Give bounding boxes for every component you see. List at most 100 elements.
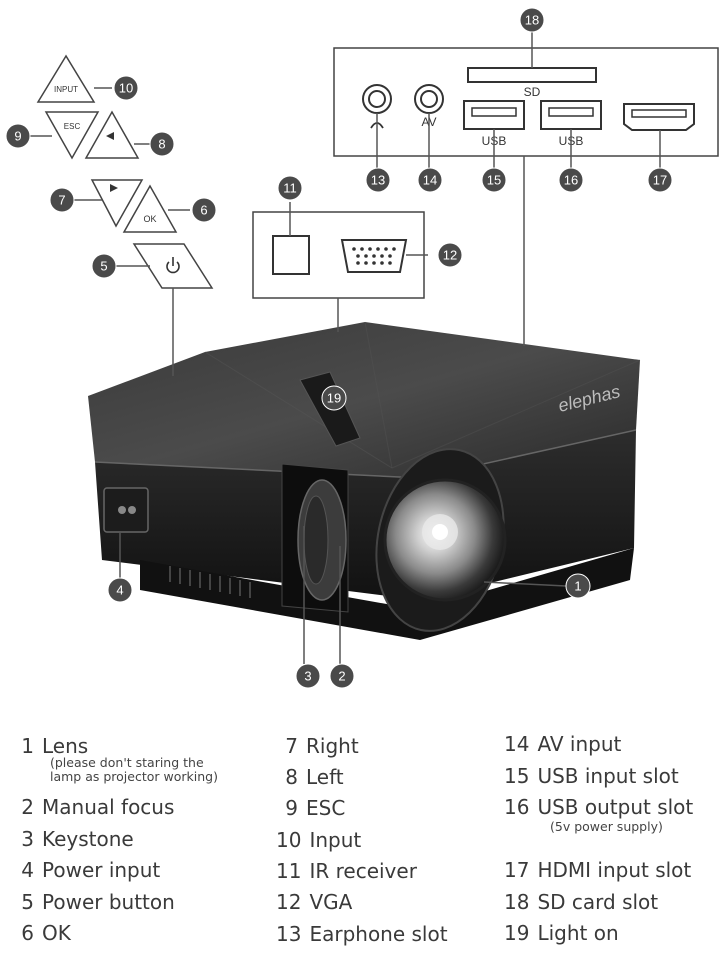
legend-item-3: 3 Keystone [12, 827, 134, 851]
callout-number: 19 [327, 391, 341, 406]
legend-note-1: (please don't staring the lamp as projec… [50, 756, 218, 784]
legend-label: Input [309, 828, 362, 852]
callout-number: 12 [443, 248, 457, 263]
legend-note-16: (5v power supply) [550, 819, 663, 834]
legend-item-14: 14 AV input [504, 732, 621, 756]
legend-label: Lens [42, 734, 89, 758]
callout-6: 6 [191, 197, 217, 223]
callout-number: 18 [525, 13, 539, 28]
callout-10: 10 [113, 75, 139, 101]
callout-number: 9 [14, 129, 21, 144]
callout-3: 3 [295, 663, 321, 689]
callout-9: 9 [5, 123, 31, 149]
callout-number: 17 [653, 173, 667, 188]
callout-19: 19 [321, 385, 347, 411]
side-port-panel [252, 211, 425, 299]
legend-label: USB output slot [537, 795, 694, 819]
legend-number: 11 [276, 859, 302, 883]
control-buttons: INPUT ESC OK [36, 54, 214, 289]
legend: 1 Lens (please don't staring the lamp as… [0, 728, 724, 956]
legend-number: 17 [504, 858, 530, 882]
callout-5: 5 [91, 253, 117, 279]
legend-number: 5 [21, 890, 34, 914]
callout-number: 14 [423, 173, 437, 188]
callout-15: 15 [481, 167, 507, 193]
legend-label: Earphone slot [309, 922, 448, 946]
legend-item-11: 11 IR receiver [276, 859, 417, 883]
callout-number: 6 [200, 203, 207, 218]
legend-number: 13 [276, 922, 302, 946]
legend-number: 4 [21, 858, 34, 882]
callout-number: 8 [158, 137, 165, 152]
input-button-icon [36, 54, 96, 103]
callout-number: 13 [371, 173, 385, 188]
legend-label: SD card slot [537, 890, 659, 914]
callout-number: 10 [119, 81, 133, 96]
callout-number: 1 [574, 579, 581, 594]
legend-item-12: 12 VGA [276, 890, 352, 914]
hdmi-port-icon [623, 103, 695, 131]
callout-13: 13 [365, 167, 391, 193]
esc-button-label: ESC [64, 122, 81, 131]
left-arrow-icon [106, 132, 114, 140]
legend-label: AV input [537, 732, 622, 756]
legend-label: Light on [537, 921, 619, 945]
esc-button-icon [44, 111, 100, 160]
projector-body: elephas [88, 321, 641, 640]
callout-1: 1 [565, 573, 591, 599]
ir-receiver-icon [272, 235, 310, 275]
callout-16: 16 [558, 167, 584, 193]
callout-17: 17 [647, 167, 673, 193]
legend-label: ESC [306, 796, 346, 820]
top-port-panel: AV SD USB USB [333, 47, 719, 157]
callout-12: 12 [437, 242, 463, 268]
ok-button-label: OK [143, 214, 156, 224]
legend-number: 9 [285, 796, 298, 820]
callout-11: 11 [277, 175, 303, 201]
callout-2: 2 [329, 663, 355, 689]
legend-item-9: 9 ESC [276, 796, 345, 820]
legend-item-15: 15 USB input slot [504, 764, 679, 788]
callout-14: 14 [417, 167, 443, 193]
callout-7: 7 [49, 187, 75, 213]
vga-port-icon [340, 239, 408, 273]
legend-label: OK [42, 921, 71, 945]
legend-label: IR receiver [309, 859, 417, 883]
legend-item-16: 16 USB output slot [504, 795, 693, 819]
legend-item-10: 10 Input [276, 828, 361, 852]
callout-8: 8 [149, 131, 175, 157]
legend-number: 8 [285, 765, 298, 789]
legend-number: 15 [504, 764, 530, 788]
legend-number: 3 [21, 827, 34, 851]
legend-item-8: 8 Left [276, 765, 343, 789]
legend-note-line: lamp as projector working) [50, 769, 218, 784]
legend-label: Right [306, 734, 359, 758]
ok-button-icon [122, 184, 178, 233]
power-symbol-icon [166, 257, 180, 274]
legend-label: Power button [42, 890, 175, 914]
legend-label: Keystone [42, 827, 134, 851]
input-button-label: INPUT [54, 85, 78, 94]
legend-item-17: 17 HDMI input slot [504, 858, 691, 882]
legend-number: 1 [21, 734, 34, 758]
legend-number: 10 [276, 828, 302, 852]
callout-number: 7 [58, 193, 65, 208]
legend-label: USB input slot [537, 764, 679, 788]
legend-number: 2 [21, 795, 34, 819]
legend-item-4: 4 Power input [12, 858, 160, 882]
legend-item-1: 1 Lens [12, 734, 88, 758]
legend-item-19: 19 Light on [504, 921, 619, 945]
legend-number: 7 [285, 734, 298, 758]
legend-item-5: 5 Power button [12, 890, 175, 914]
right-button-icon [90, 179, 144, 228]
legend-item-7: 7 Right [276, 734, 359, 758]
leader-lines [30, 32, 661, 664]
legend-number: 18 [504, 890, 530, 914]
callout-18: 18 [519, 7, 545, 33]
legend-label: Manual focus [42, 795, 175, 819]
legend-number: 14 [504, 732, 530, 756]
right-arrow-icon [110, 184, 118, 192]
legend-number: 12 [276, 890, 302, 914]
callout-number: 2 [338, 669, 345, 684]
legend-label: VGA [309, 890, 353, 914]
